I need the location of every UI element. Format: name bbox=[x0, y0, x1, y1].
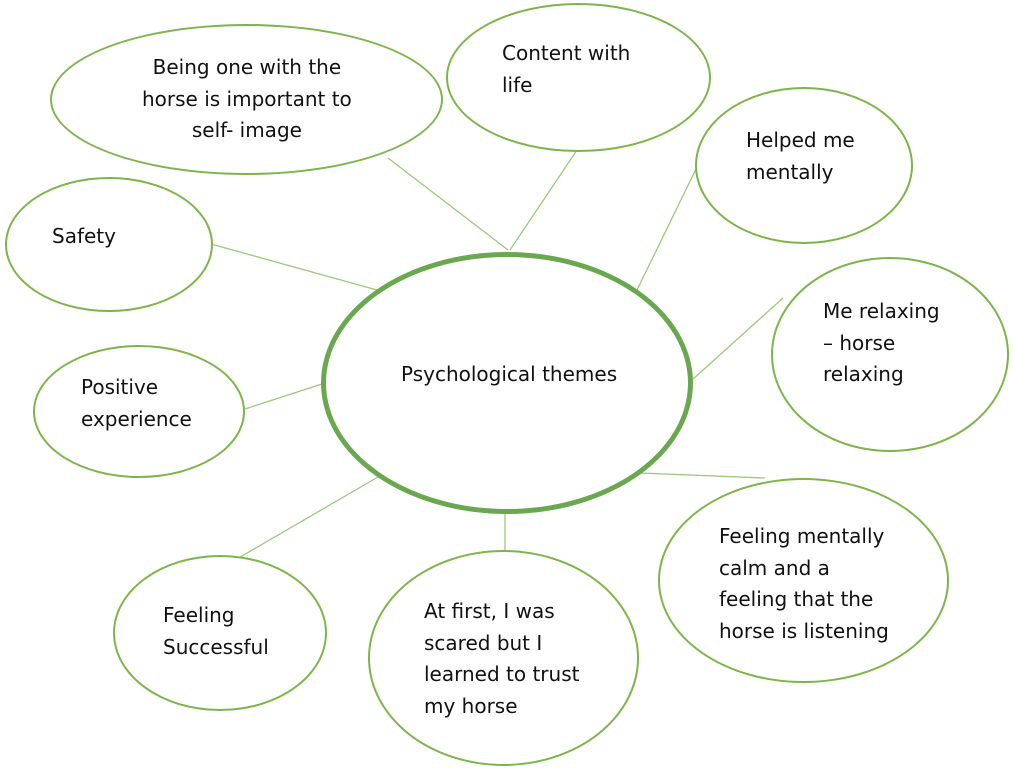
theme-bubble-calm bbox=[658, 478, 949, 683]
theme-line: Safety bbox=[52, 224, 116, 248]
theme-line: Successful bbox=[163, 634, 269, 659]
theme-line: Feeling mentally bbox=[719, 524, 885, 548]
theme-line: scared but I bbox=[424, 630, 543, 655]
theme-line: At first, I was bbox=[424, 599, 555, 623]
central-topic-line: Psychological themes bbox=[401, 362, 618, 386]
theme-label-being-one: Being one with the horse is important to… bbox=[142, 52, 352, 147]
theme-bubble-trust bbox=[368, 550, 639, 766]
connector-content bbox=[509, 149, 578, 251]
theme-line: horse is important to bbox=[142, 86, 352, 111]
theme-label-calm: Feeling mentally calm and a feeling that… bbox=[719, 521, 889, 647]
theme-line: mentally bbox=[746, 159, 834, 184]
theme-label-safety: Safety bbox=[52, 221, 116, 253]
theme-line: experience bbox=[81, 406, 192, 431]
theme-line: Being one with the bbox=[152, 55, 342, 79]
theme-line: learned to trust bbox=[424, 662, 580, 686]
theme-line: Me relaxing bbox=[823, 299, 940, 323]
connector-helped bbox=[636, 166, 698, 291]
connector-relaxing bbox=[691, 297, 784, 381]
connector-successful bbox=[222, 476, 379, 568]
theme-line: calm and a bbox=[719, 555, 830, 580]
theme-line: relaxing bbox=[823, 362, 904, 386]
theme-line: horse is listening bbox=[719, 618, 889, 643]
central-topic-label: Psychological themes bbox=[401, 359, 617, 391]
connector-positive bbox=[244, 382, 326, 410]
theme-line: my horse bbox=[424, 693, 518, 718]
theme-line: Feeling bbox=[163, 603, 235, 627]
central-topic-bubble bbox=[321, 252, 693, 514]
theme-label-trust: At first, I was scared but I learned to … bbox=[424, 596, 579, 722]
theme-line: Helped me bbox=[746, 128, 855, 152]
theme-bubble-being-one bbox=[50, 24, 443, 175]
theme-bubble-successful bbox=[113, 555, 327, 711]
theme-line: feeling that the bbox=[719, 587, 874, 611]
theme-line: Positive bbox=[81, 375, 159, 399]
connector-safety bbox=[210, 243, 378, 291]
connector-calm bbox=[639, 472, 766, 479]
theme-line: life bbox=[502, 72, 533, 97]
theme-bubble-helped bbox=[695, 87, 913, 244]
connector-being-one bbox=[387, 157, 509, 251]
theme-label-helped: Helped me mentally bbox=[746, 125, 855, 188]
theme-bubble-safety bbox=[5, 177, 213, 312]
theme-line: – horse bbox=[823, 330, 896, 355]
theme-label-relaxing: Me relaxing – horse relaxing bbox=[823, 296, 940, 391]
theme-bubble-positive bbox=[33, 345, 245, 478]
theme-label-positive: Positive experience bbox=[81, 372, 192, 435]
theme-line: Content with bbox=[502, 41, 631, 65]
theme-bubble-relaxing bbox=[771, 257, 1009, 452]
theme-label-content: Content with life bbox=[502, 38, 630, 101]
theme-label-successful: Feeling Successful bbox=[163, 600, 269, 663]
theme-line: self- image bbox=[191, 118, 302, 142]
theme-bubble-content bbox=[446, 3, 711, 152]
